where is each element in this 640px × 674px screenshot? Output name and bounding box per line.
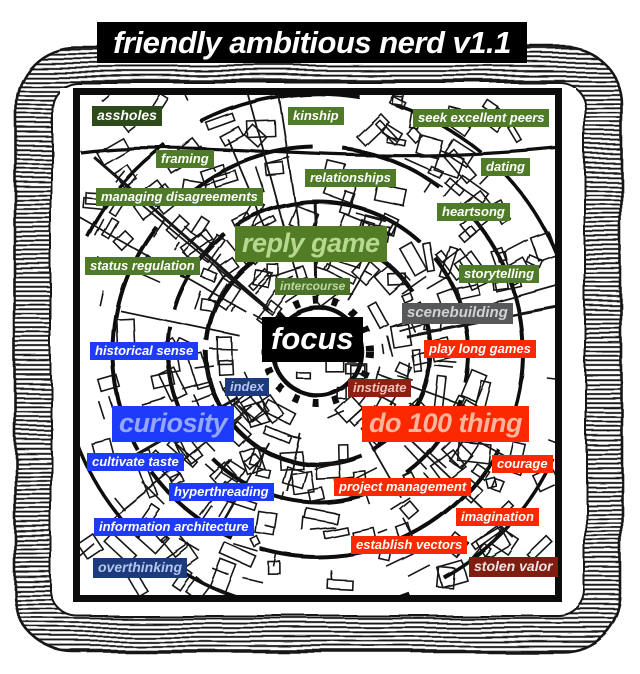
map-border bbox=[73, 88, 562, 602]
page-title: friendly ambitious nerd v1.1 bbox=[97, 22, 527, 63]
